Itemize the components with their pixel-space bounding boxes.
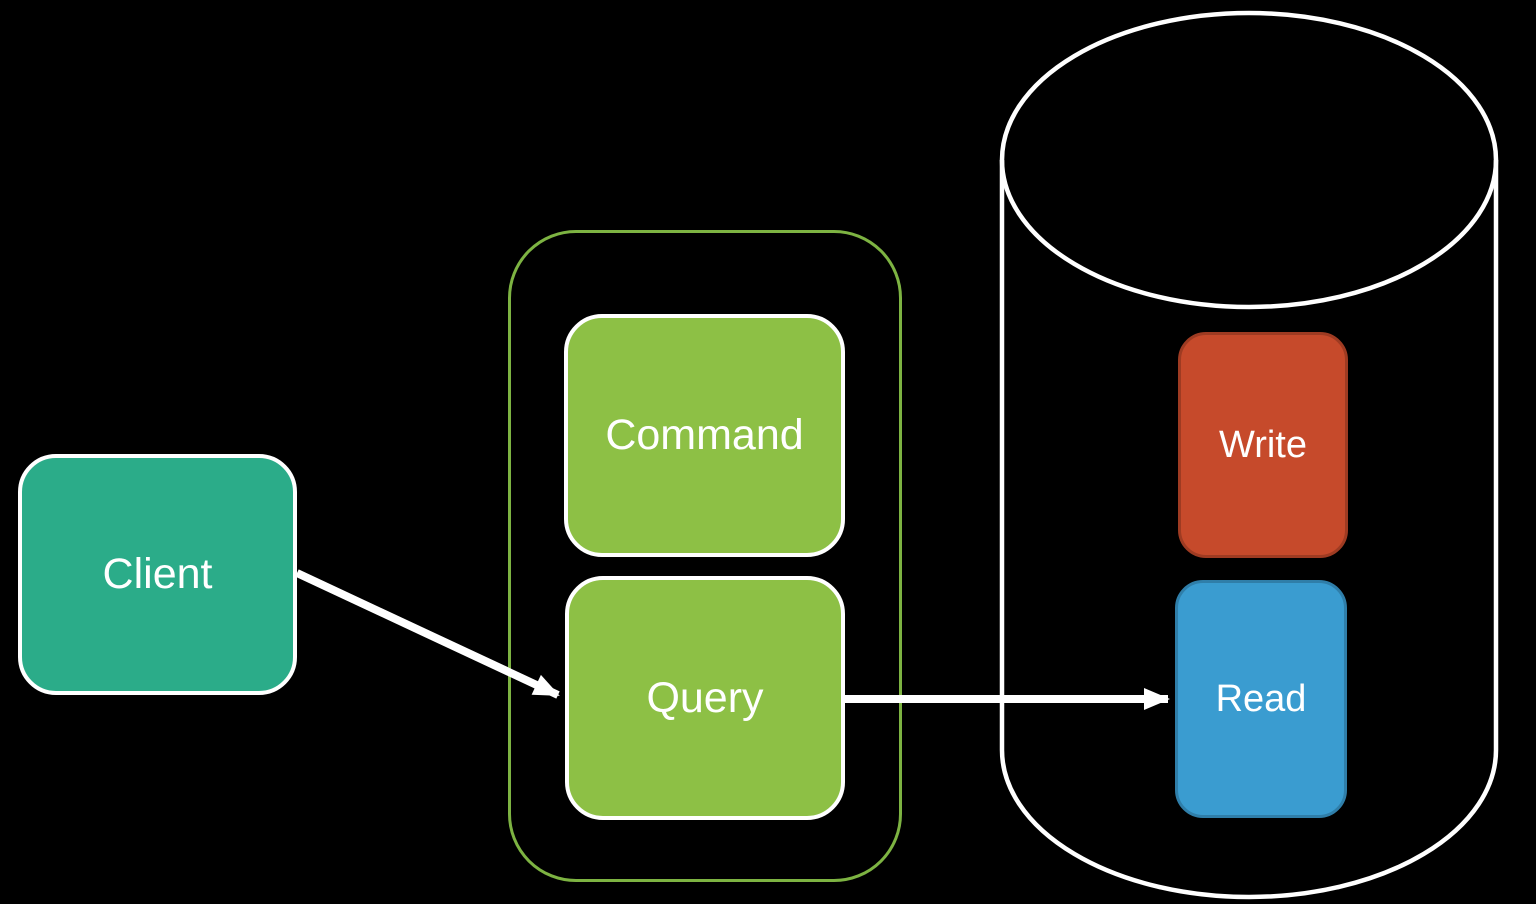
client-label: Client: [102, 550, 213, 598]
command-query-group: [508, 230, 902, 882]
write-node: Write: [1178, 332, 1348, 558]
write-label: Write: [1219, 424, 1307, 466]
query-node: Query: [565, 576, 845, 820]
command-node: Command: [564, 314, 845, 557]
query-label: Query: [646, 673, 764, 722]
client-node: Client: [18, 454, 297, 695]
read-node: Read: [1175, 580, 1347, 818]
read-label: Read: [1215, 678, 1307, 720]
command-label: Command: [605, 411, 804, 459]
